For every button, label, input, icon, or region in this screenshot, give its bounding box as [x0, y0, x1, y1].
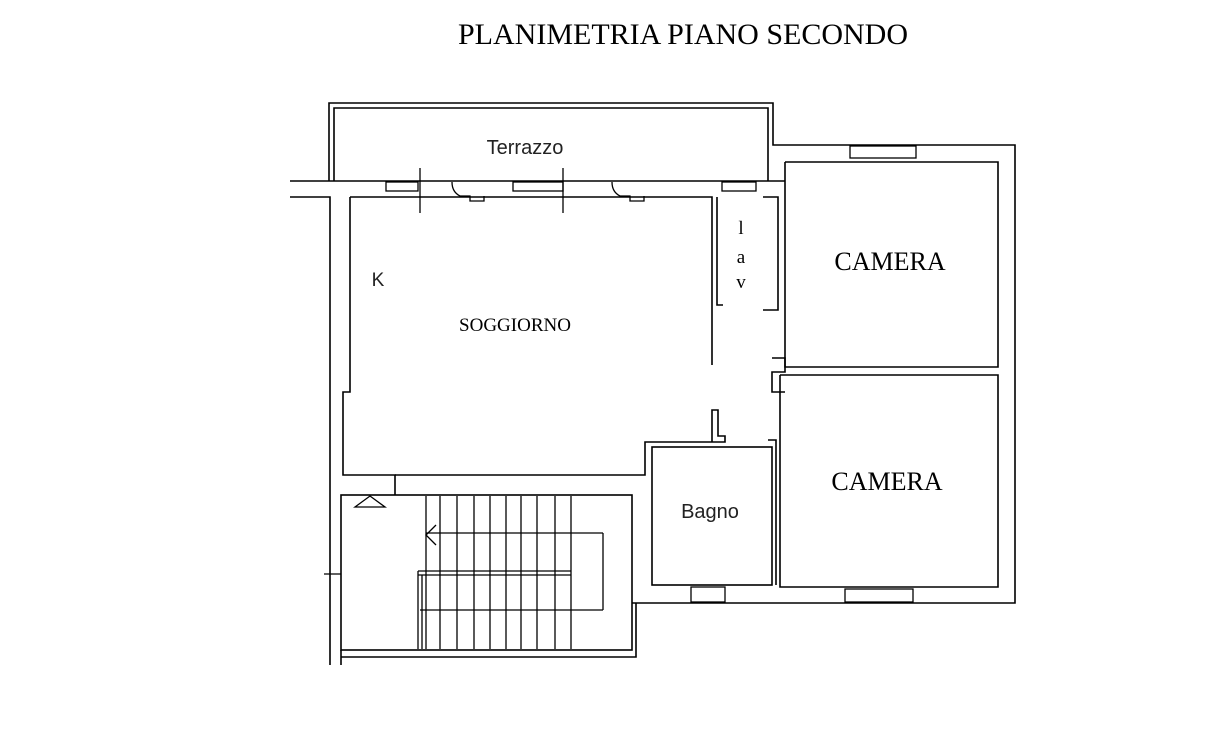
room-label-terrace: Terrazzo [487, 137, 564, 159]
room-label-laundry-a: a [737, 247, 746, 268]
windows [385, 145, 917, 603]
room-label-bedroom-1: CAMERA [834, 247, 945, 276]
stair-direction-arrow-icon [425, 524, 437, 546]
walls [290, 102, 1016, 665]
plan-title: PLANIMETRIA PIANO SECONDO [458, 18, 908, 51]
kitchen-mark: K [372, 270, 385, 291]
arrow-up-icon [353, 495, 387, 508]
staircase [324, 496, 604, 649]
room-label-bathroom: Bagno [681, 501, 739, 523]
room-label-laundry-v: v [736, 272, 746, 293]
room-label-living: SOGGIORNO [459, 315, 571, 336]
room-label-laundry-l: l [738, 218, 743, 239]
room-label-bedroom-2: CAMERA [831, 467, 942, 496]
